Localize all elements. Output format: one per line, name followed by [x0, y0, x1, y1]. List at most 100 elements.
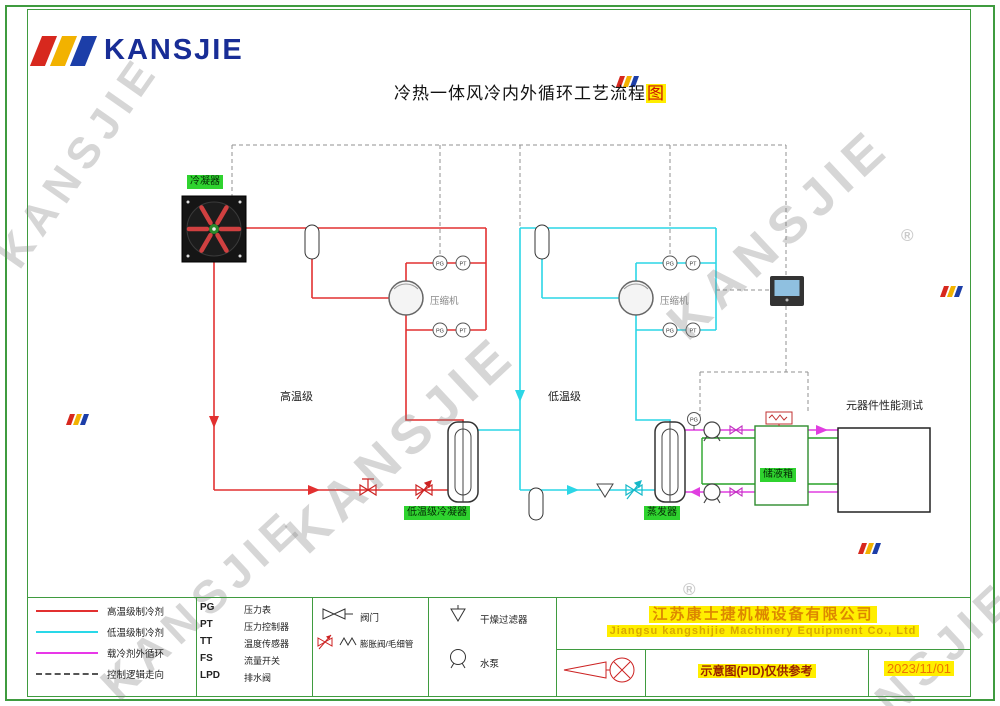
legend-line-row: 低温级制冷剂: [36, 625, 164, 639]
table-divider: [556, 649, 970, 650]
accumulator-capsule: [304, 224, 320, 260]
evaporator-hx: [654, 421, 686, 503]
gauge-label: PG: [436, 329, 444, 335]
valve-magenta-top: [729, 424, 743, 436]
legend-line-row: 载冷剂外循环: [36, 646, 164, 660]
expansion-valve-red: [415, 480, 433, 500]
company-name-en: Jiangsu kangshijie Machinery Equipment C…: [556, 625, 970, 637]
gauge-pt: PT: [455, 255, 471, 271]
tank-heater-icon: [765, 411, 793, 425]
drier-filter-symbol-icon: [450, 605, 466, 622]
abbr-label: 排水阀: [244, 673, 272, 683]
drier-filter-icon: [596, 483, 614, 498]
table-divider: [556, 598, 557, 697]
pump-bottom: [703, 483, 721, 504]
arrow-right-icon: [567, 485, 579, 495]
table-divider: [428, 598, 429, 697]
line-swatch-magenta: [36, 652, 98, 654]
valve-symbol-label: 阀门: [360, 613, 380, 624]
page-border-outer: [5, 5, 995, 701]
line-swatch-dashed: [36, 673, 98, 675]
company-logo: KANSJIE: [29, 34, 244, 67]
gauge-pg: PG: [662, 255, 678, 271]
gauge-label: PG: [666, 262, 674, 268]
cascade-condenser-label: 低温级冷凝器: [404, 506, 470, 520]
pump-symbol-label: 水泵: [480, 659, 500, 670]
legend-line-label: 控制逻辑走向: [107, 670, 165, 681]
company-name-cn: 江苏康士捷机械设备有限公司: [556, 603, 970, 624]
gauge-pg: PG: [432, 322, 448, 338]
evaporator-label: 蒸发器: [644, 506, 680, 520]
high-stage-label: 高温级: [280, 391, 313, 403]
arrow-left-icon: [690, 487, 700, 497]
compressor-label: 压缩机: [660, 296, 689, 307]
gauge-label: PT: [459, 262, 467, 268]
gauges: PG PT PG PT PG PT PG PT PG: [432, 255, 701, 430]
flow-arrows: [209, 390, 828, 497]
gauge-pg: PG: [662, 322, 678, 338]
legend-line-label: 低温级制冷剂: [107, 628, 165, 639]
compressor-label: 压缩机: [430, 296, 459, 307]
brand-stripes-icon: [857, 543, 882, 554]
compressor-2: [618, 280, 654, 316]
line-swatch-red: [36, 610, 98, 612]
brand-stripes-icon: [939, 286, 964, 297]
date-field: 2023/11/01: [868, 661, 970, 676]
legend-title-block: 高温级制冷剂 低温级制冷剂 载冷剂外循环 控制逻辑走向 PG 压力表 PT 压力…: [28, 597, 970, 697]
abbr-label: 温度传感器: [244, 639, 290, 649]
registered-mark-icon: ®: [683, 580, 696, 599]
abbr-label: 流量开关: [244, 656, 281, 666]
arrow-right-icon: [816, 425, 828, 435]
gauge-pt: PT: [455, 322, 471, 338]
logo-wordmark: KANSJIE: [104, 34, 244, 66]
abbr-code: LPD: [200, 670, 220, 681]
company-name-cn-text: 江苏康士捷机械设备有限公司: [649, 606, 877, 623]
pump-top: [703, 421, 721, 442]
page-title-main: 冷热一体风冷内外循环工艺流程: [394, 84, 646, 103]
component-test-chamber: [837, 427, 931, 513]
gauge-pg: PG: [687, 412, 701, 430]
stop-valve-red: [359, 478, 377, 497]
gauge-pt: PT: [685, 322, 701, 338]
legend-line-row: 控制逻辑走向: [36, 667, 164, 681]
pid-reference-note: 示意图(PID)仅供参考: [645, 662, 868, 679]
storage-tank-label: 储液箱: [760, 468, 796, 482]
arrow-down-icon: [515, 390, 525, 402]
page-title-highlight: 图: [646, 84, 666, 103]
abbr-code: PG: [200, 602, 215, 613]
abbr-label: 压力表: [244, 605, 272, 615]
gauge-pt: PT: [685, 255, 701, 271]
arrow-right-icon: [308, 485, 320, 495]
date-text: 2023/11/01: [883, 661, 955, 676]
abbr-code: TT: [200, 636, 213, 647]
expansion-valve-cyan: [625, 480, 643, 500]
legend-line-label: 高温级制冷剂: [107, 607, 165, 618]
valve-symbol-icon: [322, 608, 353, 620]
abbr-code: FS: [200, 653, 213, 664]
pump-symbol-icon: [450, 649, 466, 669]
valve-magenta-bottom: [729, 486, 743, 498]
gauge-label: PT: [689, 262, 697, 268]
page-title: 冷热一体风冷内外循环工艺流程图: [0, 79, 1000, 104]
low-stage-label: 低温级: [548, 391, 581, 403]
brand-stripes-icon: [65, 414, 90, 425]
gauge-label: PG: [666, 329, 674, 335]
fan-blades-icon: [186, 205, 242, 253]
pid-reference-note-text: 示意图(PID)仅供参考: [697, 664, 816, 678]
test-chamber-label: 元器件性能测试: [846, 400, 923, 412]
compressor-1: [388, 280, 424, 316]
line-swatch-cyan: [36, 631, 98, 633]
storage-tank: [754, 411, 809, 506]
company-name-en-text: Jiangsu kangshijie Machinery Equipment C…: [606, 625, 920, 637]
table-divider: [312, 598, 313, 697]
arrow-down-icon: [209, 416, 219, 428]
table-divider: [868, 649, 869, 697]
registered-mark-icon: ®: [901, 226, 914, 245]
gauge-label: PT: [689, 329, 697, 335]
control-logic-dashed-lines: [231, 144, 809, 423]
legend-line-label: 载冷剂外循环: [107, 649, 165, 660]
gauge-label: PG: [690, 418, 698, 424]
cascade-condenser-hx: [447, 421, 479, 503]
